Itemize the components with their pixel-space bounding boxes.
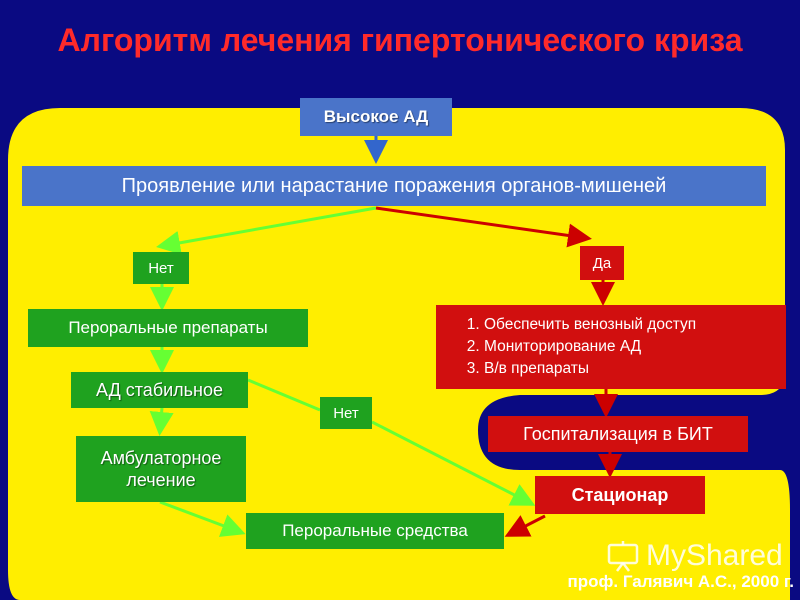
arrow-stable-to-no2 [247,378,321,412]
node-no-2-label: Нет [333,404,359,422]
node-icu-label: Госпитализация в БИТ [523,423,713,444]
node-oral-means-label: Пероральные средства [282,521,468,540]
node-no-1: Нет [133,252,189,284]
node-hospital-label: Стационар [571,484,669,505]
arrow-damage-to-no [156,206,377,255]
node-oral-drugs: Пероральные препараты [28,309,308,347]
node-oral-means: Пероральные средства [246,513,504,549]
author-credit: проф. Галявич А.С., 2000 г. [567,572,794,591]
watermark: MyShared [606,536,783,576]
arrow-outpatient-to-oralmeans [159,500,246,537]
node-organ-damage-label: Проявление или нарастание поражения орга… [121,174,667,197]
presentation-icon [607,541,639,572]
arrow-damage-to-yes [375,206,592,248]
node-hospital: Стационар [535,476,705,514]
node-steps: Обеспечить венозный доступ Мониторирован… [436,305,786,389]
arrow-no2-to-hospital [371,420,536,506]
node-no-1-label: Нет [148,259,174,277]
node-high-bp: Высокое АД [300,98,452,136]
page-title: Алгоритм лечения гипертонического криза [57,22,743,58]
node-oral-drugs-label: Пероральные препараты [68,318,268,337]
step-item: Мониторирование АД [484,336,696,358]
watermark-label: MyShared [646,539,783,572]
node-bp-stable: АД стабильное [71,372,248,408]
node-bp-stable-label: АД стабильное [95,379,224,400]
arrow-stable-to-outpatient [149,407,174,436]
arrow-hospital-to-oralmeans [504,514,546,537]
node-icu: Госпитализация в БИТ [488,416,748,452]
node-outpatient-label: Амбулаторное лечение [100,448,222,490]
step-item: Обеспечить венозный доступ [484,314,696,336]
node-high-bp-label: Высокое АД [323,107,429,126]
steps-list: Обеспечить венозный доступ Мониторирован… [464,314,696,380]
node-yes: Да [580,246,624,280]
step-item: В/в препараты [484,358,696,380]
node-yes-label: Да [592,254,612,272]
node-outpatient: Амбулаторное лечение [76,436,246,502]
node-no-2: Нет [320,397,372,429]
node-organ-damage: Проявление или нарастание поражения орга… [22,166,766,206]
